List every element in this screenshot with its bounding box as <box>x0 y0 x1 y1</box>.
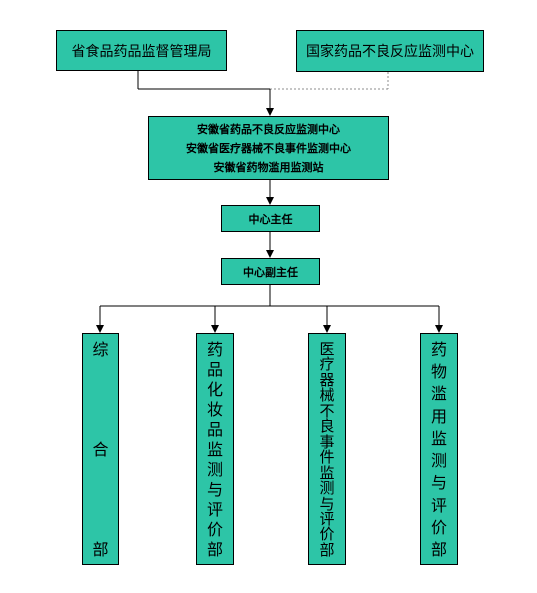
department-name-char: 医 <box>319 340 335 358</box>
department-name-char: 部 <box>319 540 335 559</box>
department-name-char: 评 <box>430 495 447 515</box>
department-name-char: 药 <box>206 340 223 359</box>
arrowhead-to-department-3 <box>323 325 331 333</box>
department-name-char: 测 <box>319 479 335 498</box>
national-adr-center-box: 国家药品不良反应监测中心 <box>296 30 484 72</box>
department-name-char: 品 <box>206 360 223 379</box>
department-name-char: 部 <box>430 539 447 559</box>
department-name-char: 监 <box>430 428 447 448</box>
department-name-char: 化 <box>206 380 223 399</box>
arrowhead-to-department-2 <box>211 325 219 333</box>
arrowhead-to-department-1 <box>96 325 104 333</box>
department-name-char: 件 <box>319 448 335 467</box>
department-name-char: 测 <box>430 451 447 471</box>
department-name-char: 物 <box>430 362 447 382</box>
department-name-char: 滥 <box>430 384 447 404</box>
department-name-char: 评 <box>206 500 223 519</box>
deputy-director-box: 中心副主任 <box>221 258 320 285</box>
department-name-char: 事 <box>319 432 335 451</box>
department-name-char: 药 <box>430 340 447 359</box>
department-name-char: 与 <box>206 480 223 499</box>
department-name-char: 监 <box>319 463 335 482</box>
department-name-char: 妆 <box>206 400 223 419</box>
monitoring-center-box: 安徽省药品不良反应监测中心 安徽省医疗器械不良事件监测中心 安徽省药物滥用监测站 <box>148 116 389 180</box>
provincial-fda-box: 省食品药品监督管理局 <box>56 30 227 71</box>
monitoring-center-line-1: 安徽省药品不良反应监测中心 <box>197 122 340 136</box>
department-name-char: 综 <box>92 340 109 359</box>
arrowhead-to-center <box>266 108 274 116</box>
department-name-char: 评 <box>319 509 335 528</box>
director-label: 中心主任 <box>248 212 293 226</box>
monitoring-center-line-3: 安徽省药物滥用监测站 <box>213 160 324 174</box>
arrowhead-to-director <box>266 197 274 205</box>
department-name-char: 价 <box>206 520 223 539</box>
deputy-director-label: 中心副主任 <box>243 265 298 279</box>
department-name-char: 合 <box>92 440 109 459</box>
department-name-char: 部 <box>92 540 109 559</box>
monitoring-center-line-2: 安徽省医疗器械不良事件监测中心 <box>186 141 351 155</box>
department-name-char: 监 <box>206 440 223 459</box>
department-general-affairs: 综合部 <box>82 333 119 565</box>
department-name-char: 器 <box>319 370 335 389</box>
department-name-char: 不 <box>319 401 335 420</box>
director-box: 中心主任 <box>221 205 320 232</box>
national-adr-center-label: 国家药品不良反应监测中心 <box>306 44 474 60</box>
department-name-char: 良 <box>319 417 335 436</box>
department-name-char: 价 <box>319 525 335 544</box>
department-name-char: 械 <box>319 386 335 405</box>
department-name-char: 部 <box>206 540 223 559</box>
department-name-char: 疗 <box>319 355 335 374</box>
department-name-char: 测 <box>206 460 223 479</box>
department-name-char: 品 <box>206 420 223 439</box>
department-medical-device-adverse-events: 医疗器械不良事件监测与评价部 <box>308 333 346 565</box>
department-name-char: 用 <box>430 406 447 426</box>
arrowhead-to-deputy <box>266 250 274 258</box>
department-name-char: 与 <box>430 473 447 493</box>
department-drug-abuse-monitoring: 药物滥用监测与评价部 <box>420 333 458 565</box>
provincial-fda-label: 省食品药品监督管理局 <box>71 43 212 60</box>
arrowhead-to-department-4 <box>435 325 443 333</box>
department-drug-cosmetics-monitoring: 药品化妆品监测与评价部 <box>196 333 234 565</box>
department-name-char: 与 <box>319 494 335 513</box>
department-name-char: 价 <box>430 517 447 537</box>
